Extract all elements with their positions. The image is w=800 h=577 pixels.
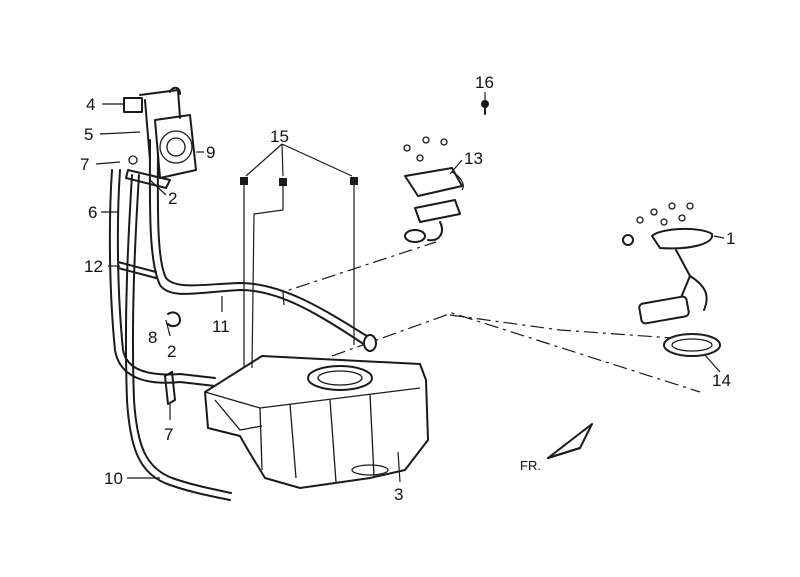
callout-7-upper: 7 [80, 155, 89, 174]
part-16-screw [481, 100, 489, 115]
part-14-gasket [663, 333, 721, 357]
callout-16: 16 [475, 73, 494, 92]
callout-15: 15 [270, 127, 289, 146]
part-9-canister-assembly [123, 86, 197, 189]
callout-13: 13 [464, 149, 483, 168]
part-7-lower-clip [164, 371, 176, 405]
callout-2-upper: 2 [168, 189, 177, 208]
callout-leader-lines [95, 92, 725, 483]
part-3-fuel-tank [204, 355, 429, 489]
part-11-breather-tube [148, 139, 377, 352]
callout-3: 3 [394, 485, 403, 504]
part-12-hose-clamp [117, 261, 157, 279]
callout-4: 4 [86, 95, 95, 114]
callout-6: 6 [88, 203, 97, 222]
callout-labels: 4 5 7 9 2 6 12 8 2 11 7 10 15 3 16 13 1 … [80, 73, 735, 504]
part-8-short-hose [167, 311, 181, 328]
front-direction-label: FR. [520, 458, 541, 473]
callout-2-lower: 2 [167, 342, 176, 361]
callout-11: 11 [212, 317, 230, 336]
callout-8: 8 [148, 328, 157, 347]
part-6-vent-hose [108, 169, 216, 387]
part-13-filler-cap-assembly [403, 136, 464, 243]
callout-5: 5 [84, 125, 93, 144]
callout-14: 14 [712, 371, 731, 390]
callout-12: 12 [84, 257, 103, 276]
part-15-grommets [240, 177, 358, 369]
callout-10: 10 [104, 469, 123, 488]
callout-7-lower: 7 [164, 425, 173, 444]
part-10-drain-hose [124, 174, 232, 501]
part-1-fuel-pump [622, 202, 714, 325]
callout-9: 9 [206, 143, 215, 162]
callout-1: 1 [726, 229, 735, 248]
front-direction-arrow: FR. [520, 423, 593, 473]
